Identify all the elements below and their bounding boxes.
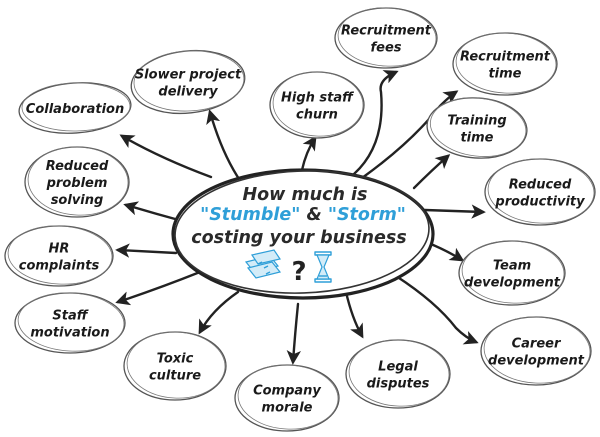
node-label-line: time <box>488 67 521 82</box>
node-label-line: development <box>488 354 585 369</box>
storm-label: "Storm" <box>328 205 406 225</box>
node-label-line: time <box>460 131 493 146</box>
arrow-to-collaboration <box>119 134 213 179</box>
node-label-line: motivation <box>30 326 109 341</box>
node-label-line: Legal <box>378 360 418 375</box>
node-ellipse-sketch <box>455 32 557 94</box>
node-ellipse-sketch <box>21 82 131 132</box>
node-label-line: Reduced <box>46 159 109 174</box>
nodes-layer: Collaboration Slower project delivery High … <box>4 7 596 432</box>
node-label-line: productivity <box>494 195 585 210</box>
arrow-to-hr-complaints <box>115 243 178 258</box>
node-label-line: delivery <box>158 85 218 100</box>
arrow-to-staff-motivation <box>115 270 202 306</box>
node-label-line: Staff <box>52 309 88 324</box>
node-ellipse-sketch <box>27 146 129 216</box>
center-line-3: costing your business <box>191 228 406 248</box>
node-label-line: Toxic <box>157 352 194 367</box>
node-training-time: Training time <box>426 97 528 159</box>
node-label-line: Company <box>253 384 321 399</box>
node-toxic-culture: Toxic culture <box>123 331 227 401</box>
node-staff-motivation: Staff motivation <box>14 292 126 354</box>
arrow-to-reduced-productivity <box>423 204 486 219</box>
node-label-line: Slower project <box>135 68 242 83</box>
node-label-line: disputes <box>367 377 430 392</box>
node-career-development: Career development <box>480 316 592 386</box>
node-ellipse-sketch <box>237 364 339 430</box>
arrow-to-toxic-culture <box>198 290 240 335</box>
node-label-line: Collaboration <box>26 102 124 117</box>
node-reduced-problem-solving: Reduced problem solving <box>24 146 130 218</box>
center-line-1: How much is <box>243 185 368 205</box>
node-hr-complaints: HR complaints <box>4 225 114 287</box>
node-label-line: Recruitment <box>341 24 432 39</box>
node-label-line: Training <box>447 114 506 129</box>
node-high-staff-churn: High staff churn <box>269 71 365 139</box>
money-icon <box>244 249 282 279</box>
node-ellipse-sketch <box>17 292 125 352</box>
node-ellipse-sketch <box>487 158 595 224</box>
stumble-label: "Stumble" <box>200 205 300 225</box>
node-label-line: problem <box>46 176 108 191</box>
arrow-to-career-development <box>394 274 479 345</box>
question-mark: ? <box>291 257 306 287</box>
center-ellipse-outline <box>174 170 430 294</box>
node-ellipse-sketch <box>483 316 591 384</box>
center-hub: How much is "Stumble" & "Storm" costing … <box>171 168 435 300</box>
node-label-line: Career <box>512 337 562 352</box>
center-line-2: "Stumble" & "Storm" <box>200 205 406 225</box>
node-label-line: churn <box>296 108 338 123</box>
node-ellipse-sketch <box>461 240 565 304</box>
node-label-line: Reduced <box>509 178 572 193</box>
node-label-line: Team <box>493 259 531 274</box>
node-recruitment-time: Recruitment time <box>452 32 558 96</box>
node-label-line: HR <box>49 242 70 257</box>
center-ellipse <box>171 168 435 300</box>
node-ellipse-sketch <box>429 97 527 157</box>
node-slower-project-delivery: Slower project delivery <box>130 49 246 115</box>
arrow-to-company-morale <box>286 302 302 365</box>
center-connector: & <box>300 205 327 225</box>
arrow-to-recruitment-fees <box>346 70 399 181</box>
node-ellipse-sketch <box>272 71 364 137</box>
node-label-line: Recruitment <box>460 50 551 65</box>
arrow-to-training-time <box>412 154 451 190</box>
node-label-line: complaints <box>19 259 100 274</box>
node-ellipse-sketch <box>7 225 113 285</box>
node-ellipse-sketch <box>337 7 437 67</box>
node-label-line: development <box>464 276 561 291</box>
node-ellipse-sketch <box>133 50 245 112</box>
node-label-line: solving <box>51 193 104 208</box>
node-label-line: morale <box>262 401 313 416</box>
node-team-development: Team development <box>458 240 566 306</box>
arrow-to-slower-project-delivery <box>206 109 243 184</box>
node-ellipse-sketch <box>348 339 450 407</box>
node-label-line: fees <box>370 41 401 56</box>
node-label-line: culture <box>149 369 201 384</box>
node-ellipse-sketch <box>126 331 226 399</box>
node-legal-disputes: Legal disputes <box>345 339 451 409</box>
node-recruitment-fees: Recruitment fees <box>334 7 438 69</box>
arrow-to-legal-disputes <box>344 290 364 339</box>
node-collaboration: Collaboration <box>18 82 132 134</box>
node-reduced-productivity: Reduced productivity <box>484 158 596 226</box>
hourglass-icon <box>314 251 332 283</box>
node-company-morale: Company morale <box>234 364 340 432</box>
node-label-line: High staff <box>281 91 354 106</box>
arrow-to-high-staff-churn <box>300 135 317 172</box>
